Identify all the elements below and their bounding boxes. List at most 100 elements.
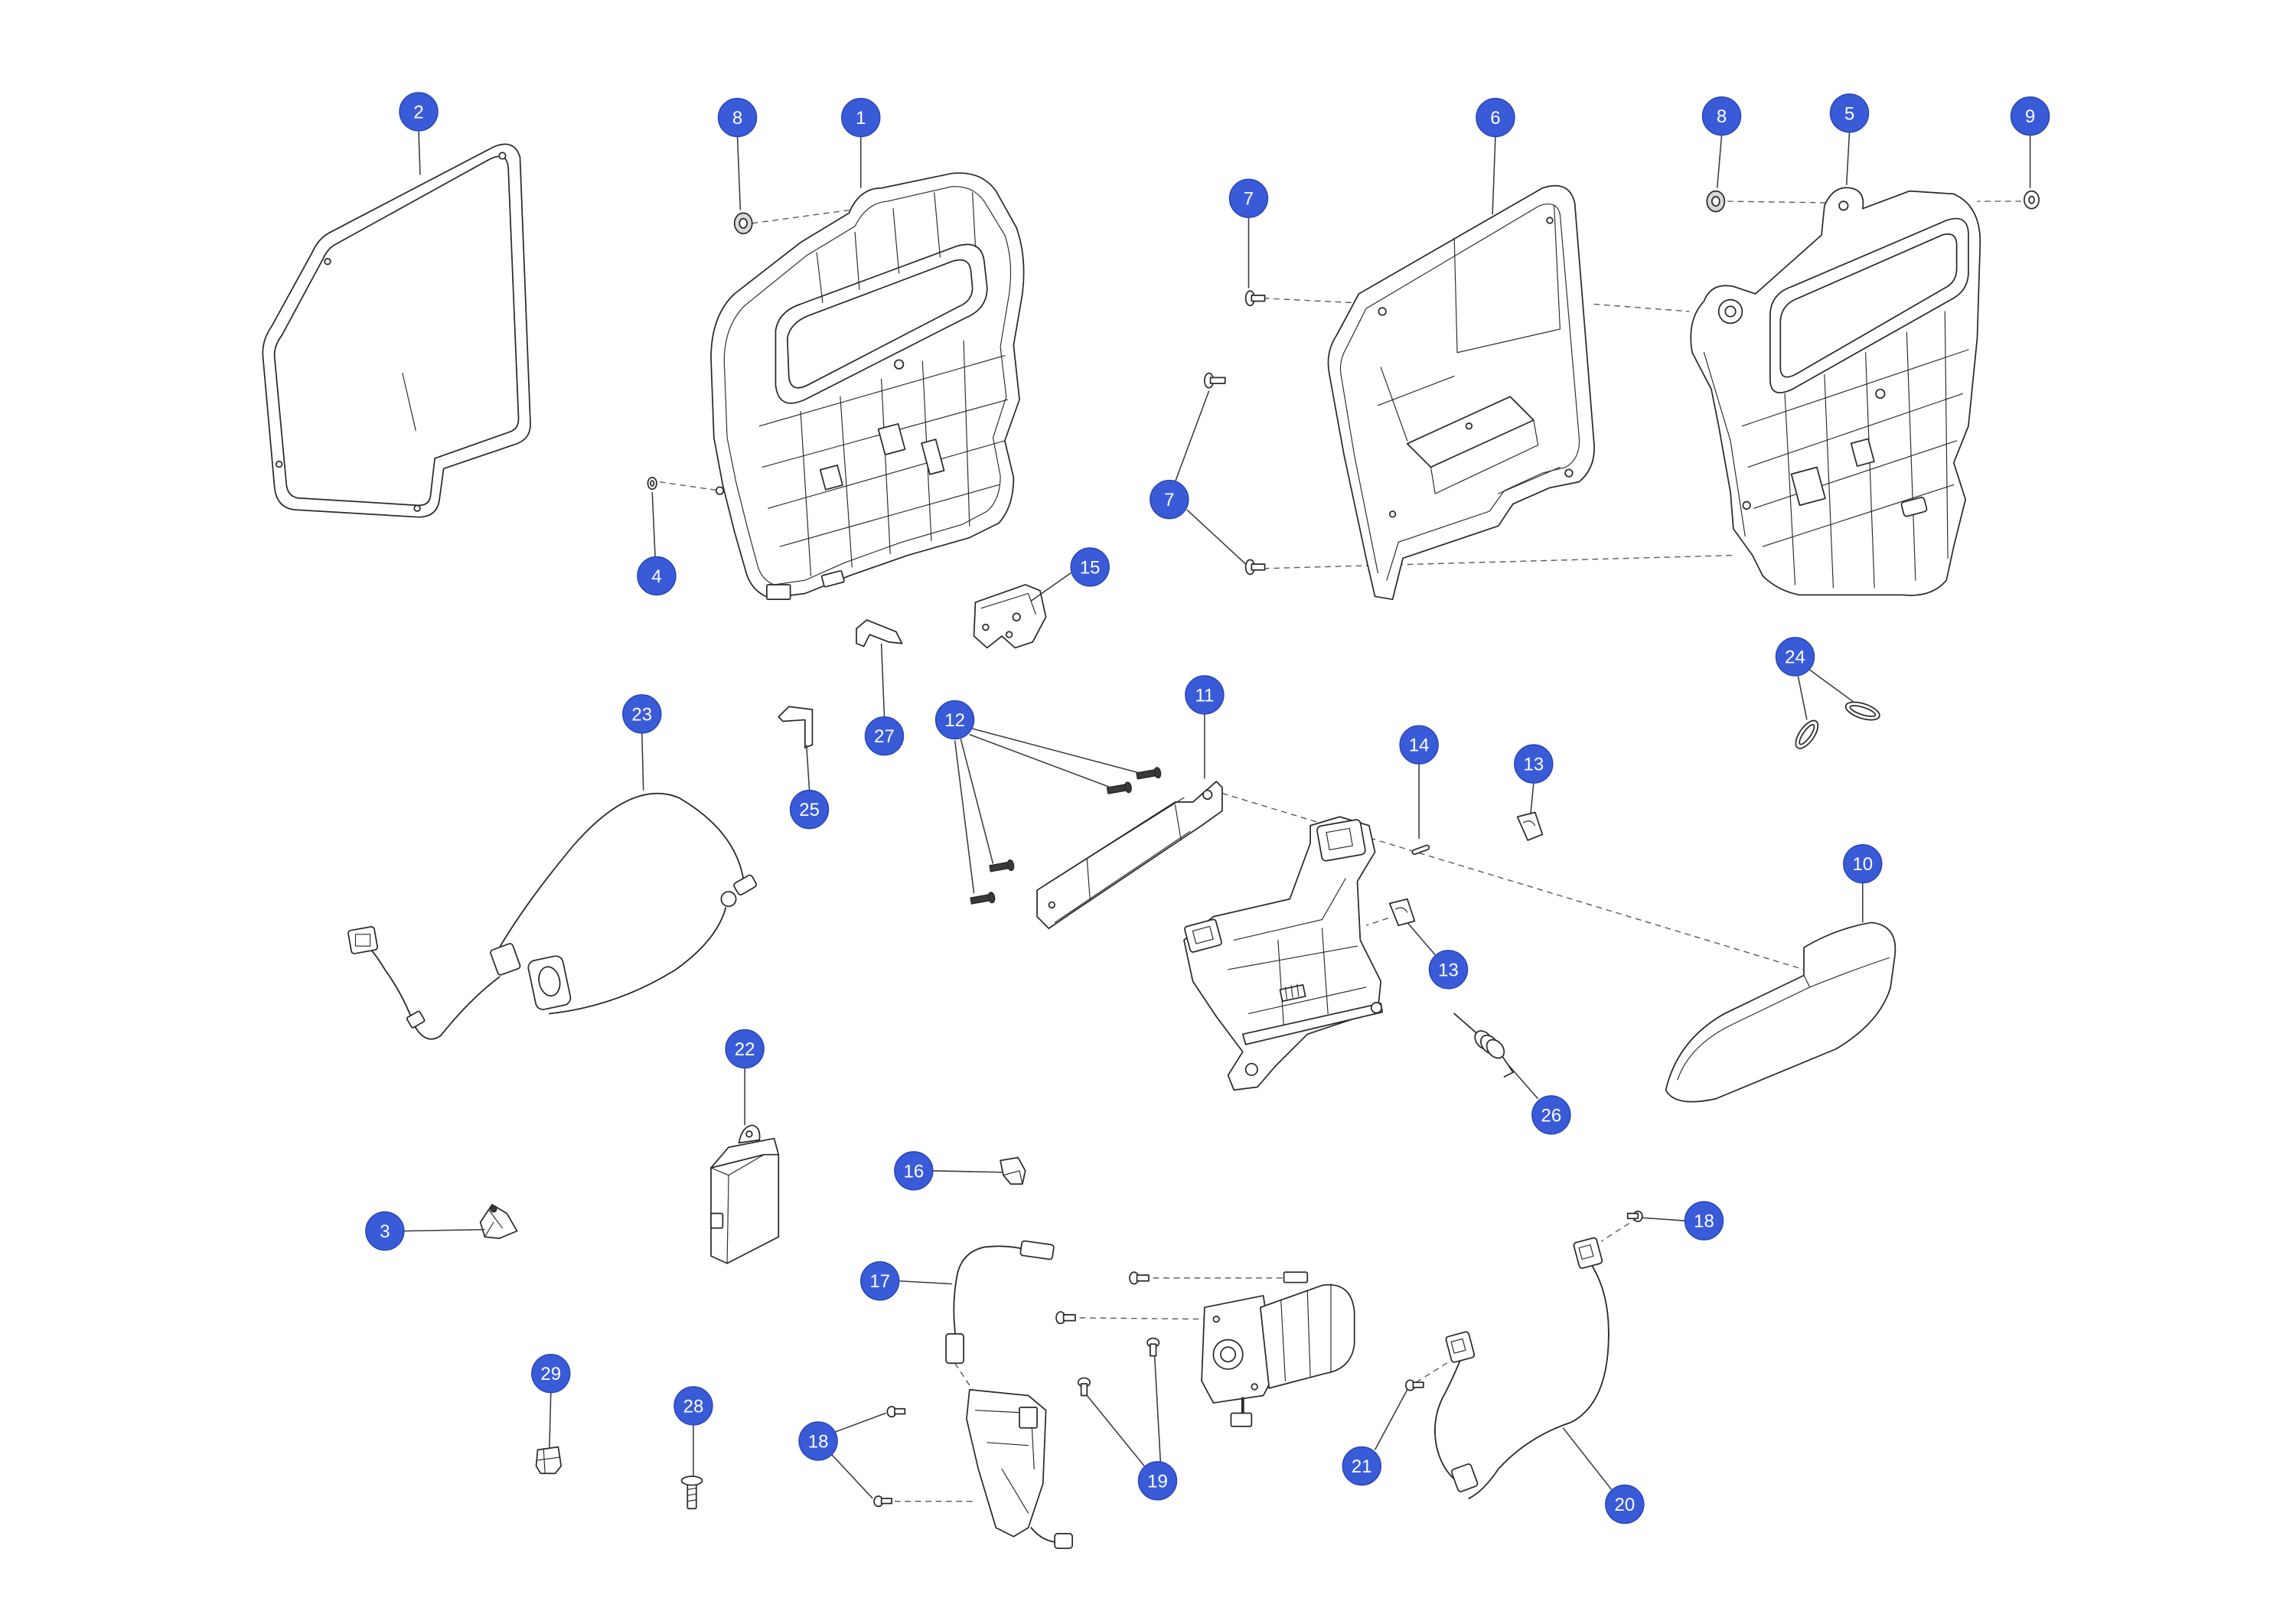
part-18-screws-detail bbox=[894, 1407, 906, 1415]
part-23-wire-harness-detail bbox=[548, 907, 727, 1015]
part-3-clip-detail bbox=[479, 1204, 518, 1239]
callout-6: 6 bbox=[1476, 97, 1515, 138]
part-13-clip-lower bbox=[1388, 898, 1416, 927]
assembly-dashed-lines-detail bbox=[1069, 1317, 1205, 1320]
callout-leader-lines-detail bbox=[1530, 783, 1534, 814]
part-23-wire-harness bbox=[347, 792, 758, 1040]
callout-leader-lines-detail bbox=[1506, 1063, 1539, 1100]
part-6-back-panel-detail bbox=[1564, 468, 1574, 478]
callout-9: 9 bbox=[2010, 96, 2050, 136]
callout-leader-lines-detail bbox=[1562, 1427, 1613, 1490]
part-22-control-module-detail bbox=[745, 1130, 753, 1138]
callout-leader-lines-detail bbox=[805, 745, 810, 791]
part-9-washer bbox=[2024, 190, 2040, 210]
callout-badge bbox=[859, 1261, 900, 1301]
callout-leader-lines-detail bbox=[954, 728, 1139, 894]
callout-14: 14 bbox=[1399, 725, 1439, 765]
callout-badge bbox=[841, 97, 881, 138]
callout-badge bbox=[798, 1421, 838, 1461]
part-9-washer-detail bbox=[2028, 195, 2035, 204]
callout-number: 18 bbox=[1694, 1211, 1714, 1232]
callout-badge bbox=[365, 1211, 405, 1251]
cable-20-connector-top bbox=[1573, 1237, 1603, 1269]
part-20-cable-detail bbox=[1468, 1265, 1609, 1499]
part-3-clip-detail bbox=[484, 1210, 504, 1238]
part-6-back-panel-detail bbox=[1430, 419, 1539, 494]
part-20-cable-detail bbox=[1578, 1244, 1594, 1260]
callout-leader-lines-detail bbox=[1492, 136, 1496, 215]
callout-leader-lines-detail bbox=[880, 643, 885, 717]
callout-12: 12 bbox=[934, 699, 975, 740]
callout-badge bbox=[1684, 1201, 1724, 1241]
callout-number: 15 bbox=[1080, 557, 1101, 578]
callout-10: 10 bbox=[1843, 843, 1883, 884]
part-29-nut-detail bbox=[535, 1446, 563, 1475]
callout-number: 23 bbox=[631, 704, 652, 725]
part-19-screws-detail bbox=[1136, 1274, 1150, 1282]
part-12-bolts bbox=[970, 767, 1162, 905]
callout-badge bbox=[1476, 97, 1515, 138]
callout-8: 8 bbox=[1701, 96, 1742, 136]
part-5-seat-back-frame-detail bbox=[1724, 305, 1737, 318]
recliner-mechanism-detail bbox=[1244, 1062, 1258, 1076]
callout-badge bbox=[1185, 675, 1225, 715]
callout-leader-lines-detail bbox=[651, 492, 656, 557]
part-5-seat-back-frame-detail bbox=[1900, 497, 1928, 517]
part-1-seat-back-frame-detail bbox=[816, 191, 977, 304]
callout-number: 4 bbox=[651, 566, 661, 587]
part-23-wire-harness-detail bbox=[354, 934, 371, 947]
part-20-cable-detail bbox=[1434, 1359, 1461, 1485]
callout-4: 4 bbox=[637, 556, 677, 596]
callout-number: 8 bbox=[1717, 106, 1727, 127]
assembly-dashed-lines-detail bbox=[1263, 298, 1352, 304]
callout-22: 22 bbox=[725, 1029, 765, 1069]
part-11-outline bbox=[1036, 781, 1223, 929]
part-23-wire-harness-detail bbox=[406, 1010, 426, 1029]
part-22-front bbox=[710, 1153, 780, 1264]
callout-leader-lines-detail bbox=[1030, 572, 1071, 602]
recliner-mechanism-detail bbox=[1316, 819, 1366, 862]
part-6-back-panel-detail bbox=[1453, 205, 1561, 354]
part-15-bracket-detail bbox=[1012, 612, 1021, 621]
part-13-clip-upper-detail bbox=[1516, 811, 1544, 841]
part-19-screws-detail bbox=[1080, 1383, 1088, 1397]
seat-motor-detail bbox=[1251, 1383, 1258, 1391]
part-29-nut-detail bbox=[536, 1447, 560, 1474]
callout-leader-lines bbox=[403, 130, 2031, 1499]
part-13-clip-lower-detail bbox=[1388, 898, 1416, 927]
callout-badge bbox=[637, 556, 677, 596]
seat-motor-detail bbox=[1212, 1315, 1220, 1323]
part-7-screw-middle bbox=[1204, 372, 1226, 389]
part-2-seal-gasket-detail bbox=[402, 373, 416, 432]
callout-badge bbox=[725, 1029, 765, 1069]
callout-11: 11 bbox=[1185, 675, 1225, 715]
callout-number: 6 bbox=[1490, 108, 1500, 129]
part-17-sensor-cable-detail bbox=[1054, 1533, 1074, 1549]
callout-number: 18 bbox=[808, 1431, 829, 1452]
callout-5: 5 bbox=[1829, 93, 1870, 133]
callout-leader-lines-detail bbox=[549, 1392, 552, 1449]
part-5-seat-back-frame-detail bbox=[1703, 352, 1746, 537]
callout-23: 23 bbox=[622, 694, 662, 734]
part-20-cable bbox=[1434, 1237, 1609, 1499]
part-25-l-bracket bbox=[778, 706, 814, 748]
callout-number: 10 bbox=[1852, 854, 1873, 875]
part-28-bolt bbox=[680, 1476, 703, 1510]
part-29-nut bbox=[535, 1446, 563, 1475]
part-27-outline bbox=[856, 619, 903, 647]
callout-25: 25 bbox=[789, 789, 830, 830]
callout-number: 27 bbox=[874, 726, 895, 747]
part-8-washer-left bbox=[733, 212, 753, 235]
callout-leader-lines-detail bbox=[899, 1280, 952, 1285]
part-5-seat-back-frame-detail bbox=[1838, 201, 1849, 211]
callout-number: 14 bbox=[1409, 735, 1430, 756]
callout-number: 12 bbox=[944, 710, 965, 731]
callout-badge bbox=[864, 716, 905, 756]
part-5-seat-back-frame-detail bbox=[1742, 501, 1751, 510]
callout-leader-lines-detail bbox=[830, 1412, 886, 1499]
callout-badge bbox=[673, 1386, 713, 1426]
callout-2: 2 bbox=[399, 92, 439, 132]
callout-3: 3 bbox=[365, 1211, 405, 1251]
part-10-armrest-cover-detail bbox=[1677, 957, 1890, 1081]
callout-leader-lines-detail bbox=[1642, 1217, 1685, 1221]
